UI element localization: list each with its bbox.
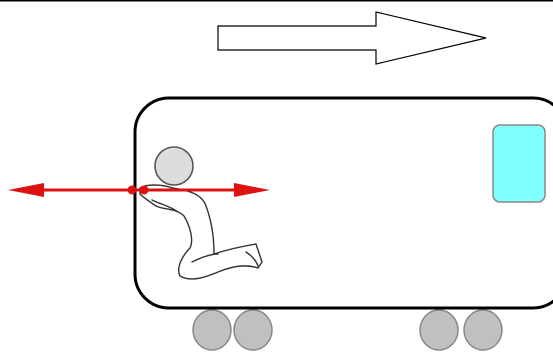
- wheel-front-left: [192, 309, 232, 351]
- wheel-rear-left: [419, 309, 459, 351]
- force-contact-point-left: [127, 185, 137, 195]
- force-arrowhead-right-icon: [234, 183, 270, 197]
- train-window: [492, 124, 546, 203]
- force-contact-point-right: [139, 185, 149, 195]
- wheels: [192, 309, 503, 351]
- force-vectors: [8, 183, 270, 197]
- wheel-front-right: [233, 309, 273, 351]
- motion-direction-arrow-icon: [217, 11, 487, 65]
- person-body-outline: [139, 184, 263, 280]
- person-figure: [139, 146, 263, 280]
- person-head: [154, 146, 194, 186]
- force-arrowhead-left-icon: [8, 183, 44, 197]
- wheel-rear-right: [463, 309, 503, 351]
- train-car-body: [133, 96, 553, 310]
- person-inner-lines: [151, 199, 259, 267]
